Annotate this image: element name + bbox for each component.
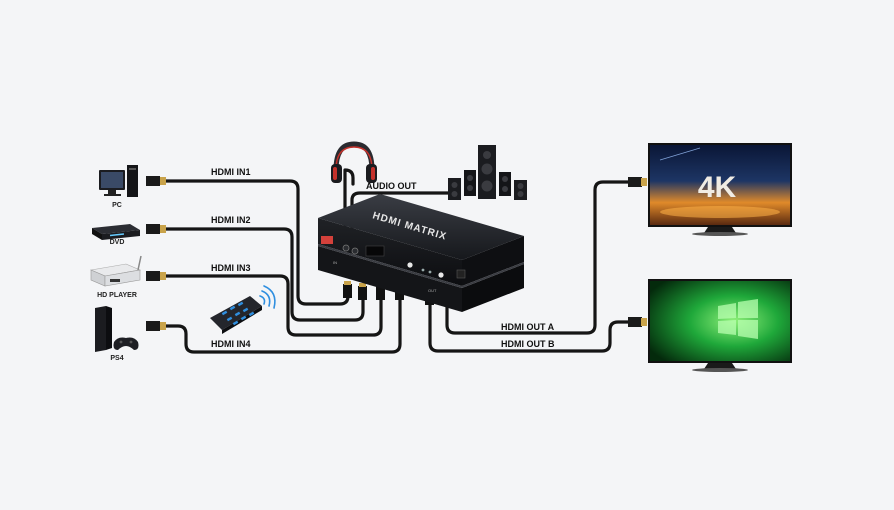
cable-hdmi-in2 [163,227,365,322]
headphones-icon [331,141,377,183]
cable-hdmi-in3 [163,274,383,337]
source-label-hd-player: HD PLAYER [97,292,137,299]
cables [163,168,642,354]
hdmi-plug-icon [628,317,647,327]
tv-icon: 4K [648,143,792,236]
hd-player-icon [89,255,142,287]
label-hdmi-in2: HDMI IN2 [211,215,251,225]
dvd-player-icon [92,224,140,240]
pc-icon [99,165,138,197]
label-hdmi-out-a: HDMI OUT A [501,322,555,332]
cable-hdmi-in1 [163,179,350,306]
svg-text:IN: IN [333,260,337,265]
hdmi-plug-icon [628,177,647,187]
windows-logo-icon [718,299,758,339]
label-hdmi-in4: HDMI IN4 [211,339,251,349]
speaker-system-icon [448,145,527,200]
cable-hdmi-out-a [445,180,642,335]
remote-control-icon [210,285,276,334]
cable-hdmi-in4 [163,298,402,354]
hdmi-plug-icon [146,321,166,331]
hdmi-plug-icon [146,224,166,234]
cable-audio-out [350,191,450,248]
label-hdmi-out-b: HDMI OUT B [501,339,555,349]
hdmi-matrix-icon: IN OUT HDMI MATRIX [318,194,524,312]
hdmi-plug-icon [146,271,166,281]
source-label-pc: PC [112,202,122,209]
source-label-ps4: PS4 [110,355,123,362]
label-audio-out: AUDIO OUT [366,181,417,191]
label-hdmi-in3: HDMI IN3 [211,263,251,273]
cable-audio-headphones [343,168,355,240]
tv-icon [648,279,792,372]
tv-screen-4k-text: 4K [698,171,737,204]
source-label-dvd: DVD [110,239,125,246]
label-hdmi-in1: HDMI IN1 [211,167,251,177]
wireless-signal-icon [259,285,276,309]
hdmi-plug-icon [146,176,166,186]
cable-hdmi-out-b [428,303,642,353]
svg-text:OUT: OUT [428,288,437,293]
ps4-icon [95,306,139,352]
